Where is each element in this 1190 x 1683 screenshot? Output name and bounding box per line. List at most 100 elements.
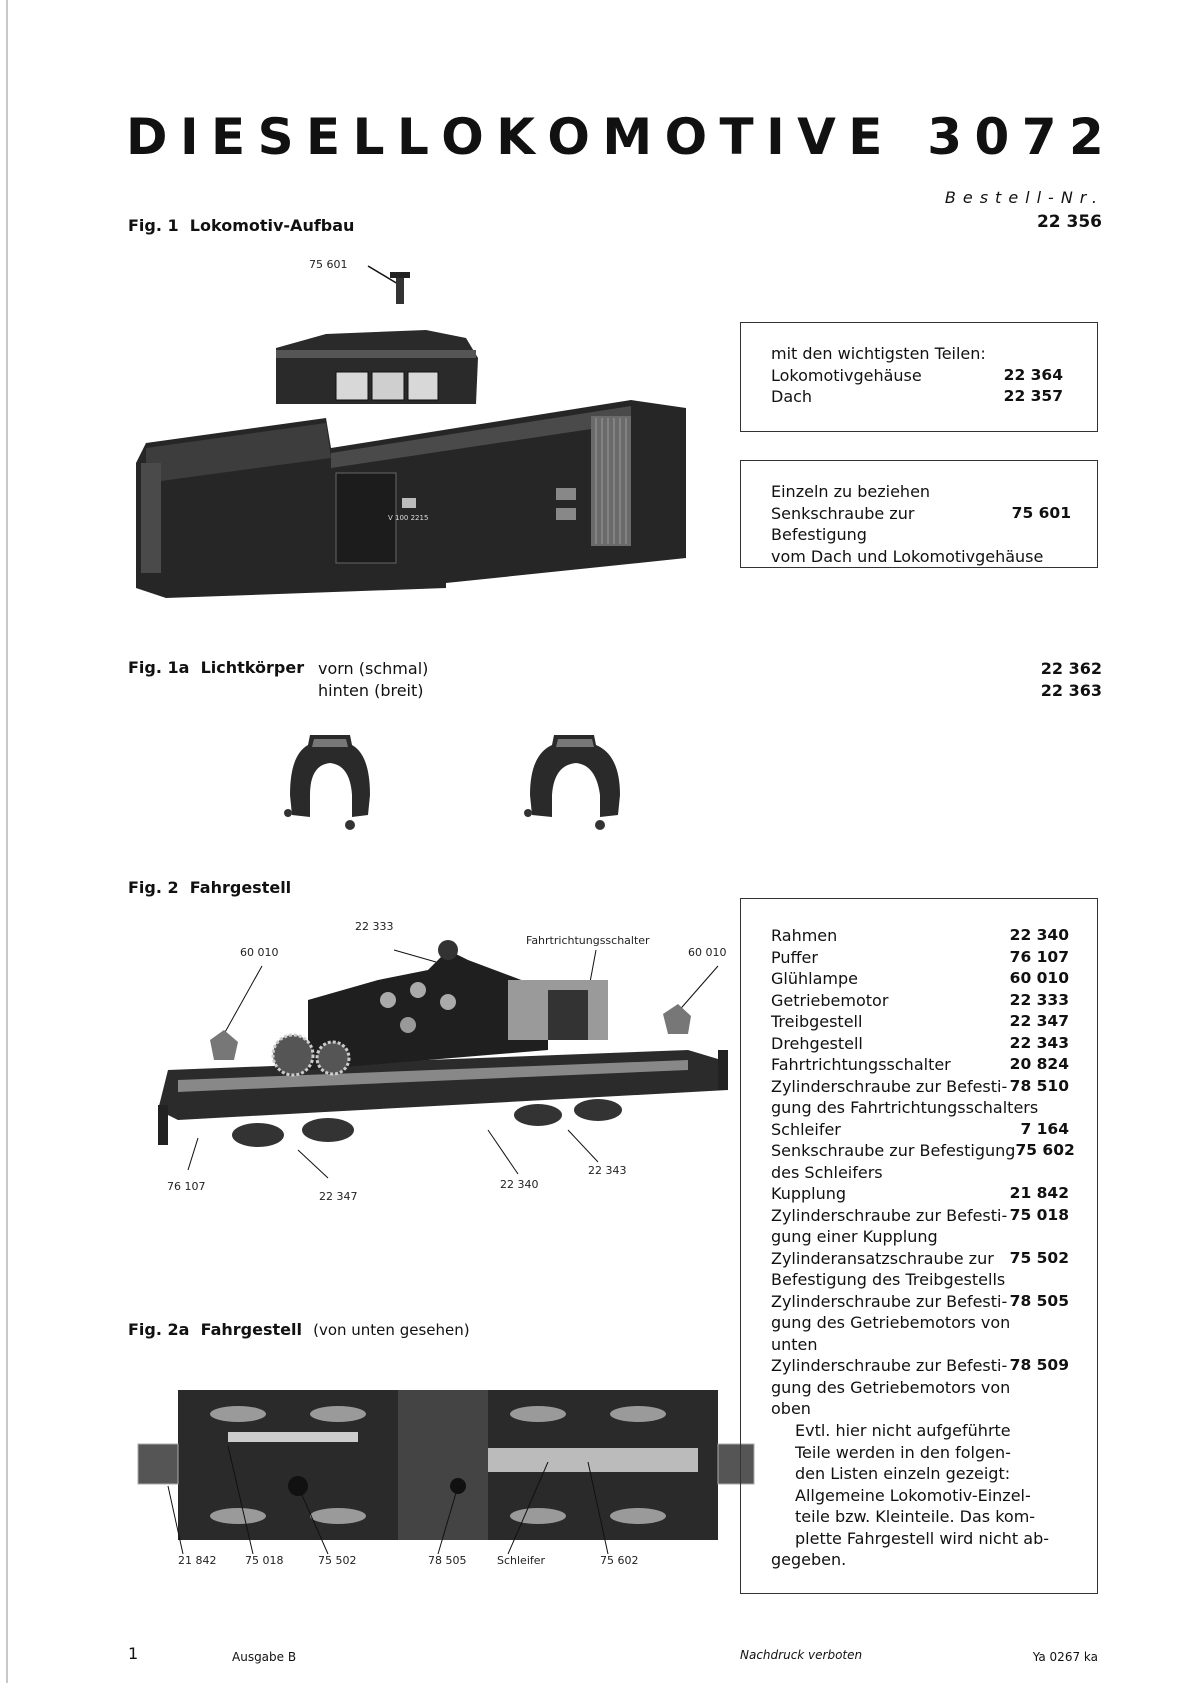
roof-part (276, 330, 478, 404)
part-name: Zylinderschraube zur Befesti- (771, 1205, 1008, 1225)
light-body-front-illustration (284, 735, 370, 830)
box2-line: Einzeln zu beziehen (771, 482, 931, 501)
title-letter (895, 108, 915, 166)
part-name: Senkschraube zur Befestigung (771, 503, 915, 545)
fig2a-label: Fig. 2a (128, 1320, 190, 1339)
title-letter: L (352, 108, 385, 166)
part-number: 75 602 (1015, 1141, 1075, 1159)
part-name: Dach (771, 387, 813, 406)
note-line: den Listen einzeln gezeigt: (795, 1464, 1011, 1483)
fig2a-heading: Fig. 2a Fahrgestell (von unten gesehen) (128, 1320, 470, 1339)
title-letter: O (547, 108, 590, 166)
bestell-label: Bestell-Nr. (944, 188, 1104, 207)
part-number: 22 363 (1040, 680, 1102, 700)
part-name: Kupplung (771, 1184, 847, 1203)
bestell-number: 22 356 (1036, 212, 1102, 232)
locomotive-housing: V 100 2215 (136, 400, 686, 598)
part-name: gung des Getriebemotors von (771, 1313, 1011, 1332)
part-name: Zylinderschraube zur Befesti- (771, 1356, 1008, 1375)
part-name: Drehgestell (771, 1033, 863, 1053)
part-number: 22 333 (1009, 990, 1069, 1009)
chassis-illustration (158, 940, 728, 1179)
box2-row: Senkschraube zur Befestigung 75 601 (771, 503, 1071, 546)
note-line: gegeben. (771, 1550, 847, 1569)
callout-motor-screw: 78 505 (428, 1554, 467, 1567)
title-letter: I (179, 108, 199, 166)
part-number: 76 107 (1009, 947, 1069, 966)
part-name: des Schleifers (771, 1162, 883, 1182)
part-name: Glühlampe (771, 969, 858, 988)
direction-switch (508, 980, 608, 1040)
part-number: 78 505 (1009, 1291, 1069, 1310)
part-name: gung des Getriebemotors von (771, 1377, 1011, 1397)
parts-list-row: Zylinderschraube zur Befesti-75 018 (771, 1205, 1069, 1227)
part-name: Lokomotivgehäuse (771, 365, 922, 385)
title-letter: T (719, 108, 754, 166)
callout-screw-coupling: 75 018 (245, 1554, 284, 1567)
part-number: 22 347 (1009, 1012, 1069, 1030)
bogie-wheels (232, 1099, 622, 1147)
fig2a-title: Fahrgestell (200, 1320, 302, 1339)
title-letter: V (797, 108, 836, 166)
scan-edge-line (6, 0, 8, 1683)
title-letter: O (441, 108, 484, 166)
title-letter: L (396, 108, 429, 166)
part-number: 75 018 (1009, 1205, 1069, 1224)
lamps (210, 1004, 691, 1060)
fig2-heading: Fig. 2 Fahrgestell (128, 878, 291, 897)
fig1a-numbers: 22 362 22 363 (1041, 658, 1102, 701)
part-name: Befestigung des Treibgestells (771, 1270, 1006, 1289)
part-number: 60 010 (1009, 969, 1069, 987)
parts-list-row-continued: gung des Getriebemotors von (771, 1377, 1069, 1399)
parts-list-row: Glühlampe 60 010 (771, 968, 1069, 990)
screw-icon (390, 272, 410, 304)
part-number: 21 842 (1009, 1184, 1069, 1202)
parts-list-row-continued: des Schleifers (771, 1162, 1069, 1184)
part-number: 75 601 (1011, 503, 1071, 522)
title-letter: K (496, 108, 535, 166)
fig2-label: Fig. 2 (128, 878, 179, 897)
part-number: 22 364 (1003, 365, 1063, 384)
number-plate-text: V 100 2215 (388, 514, 428, 522)
title-letter: I (766, 108, 785, 166)
part-name: unten (771, 1334, 818, 1354)
part-name: gung des Fahrtrichtungsschalters (771, 1098, 1039, 1117)
fig2-title: Fahrgestell (189, 878, 292, 897)
callout-switch: Fahrtrichtungsschalter (526, 934, 650, 947)
part-number: 20 824 (1009, 1055, 1069, 1073)
box1-row: Lokomotivgehäuse 22 364 (771, 365, 1063, 387)
title-letter: 2 (1068, 108, 1104, 166)
gear-wheels (271, 1033, 351, 1077)
fig1a-variants: vorn (schmal) hinten (breit) (318, 658, 428, 701)
page-number: 1 (128, 1644, 139, 1663)
title-letter: O (664, 108, 708, 166)
title-letter: E (211, 108, 246, 166)
part-number: 22 357 (1003, 387, 1063, 405)
callout-frame: 22 340 (500, 1178, 539, 1191)
callout-bogie: 22 343 (588, 1164, 627, 1177)
part-name: oben (771, 1399, 811, 1418)
note-line: Allgemeine Lokomotiv-Einzel- (795, 1485, 1031, 1505)
part-number: 22 340 (1009, 926, 1069, 944)
part-name: Schleifer (771, 1119, 841, 1139)
motor-block (308, 940, 548, 1070)
box2-line: vom Dach und Lokomotivgehäuse (771, 546, 1044, 566)
part-number: 22 362 (1040, 659, 1102, 678)
part-number: 78 510 (1009, 1076, 1069, 1095)
part-name: Getriebemotor (771, 990, 889, 1010)
part-number: 75 502 (1009, 1248, 1069, 1267)
callout-pickup: Schleifer (497, 1554, 546, 1567)
fig1a-label: Fig. 1a (128, 658, 190, 677)
chassis-bottom-illustration (137, 1390, 755, 1555)
fig1-title: Lokomotiv-Aufbau (189, 216, 355, 235)
parts-list-row-continued: gung einer Kupplung (771, 1226, 1069, 1248)
fig1-label: Fig. 1 (128, 216, 179, 235)
